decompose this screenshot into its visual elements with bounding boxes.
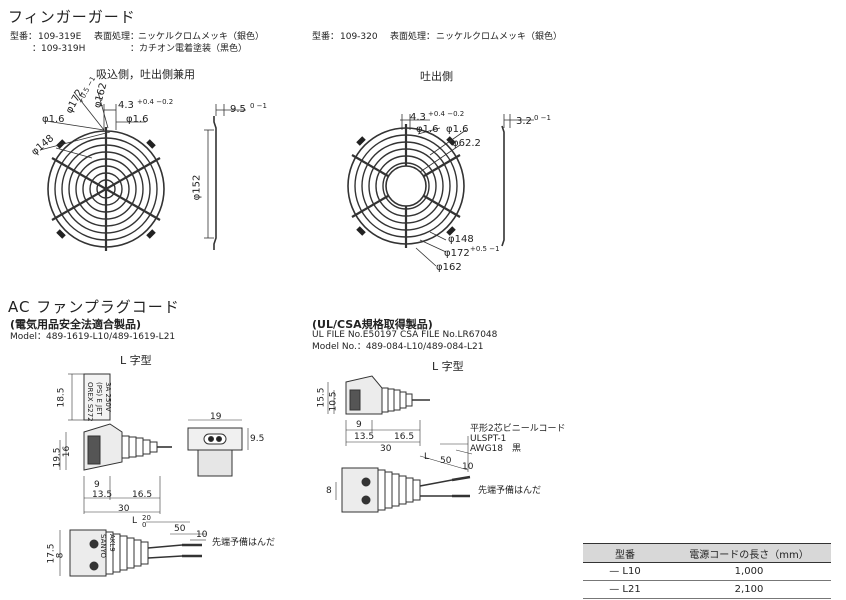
dim-left-43: 4.3 bbox=[118, 100, 134, 111]
spec-left-model-label: 型番： bbox=[10, 32, 38, 42]
dim-right-148: φ148 bbox=[448, 234, 474, 245]
spec-right-model-label: 型番： bbox=[312, 32, 340, 42]
dim-right-32: 3.2 bbox=[516, 116, 532, 127]
dim-right-172-tol: +0.5 −1 bbox=[470, 245, 500, 253]
right-drawing-caption: 吐出側 bbox=[420, 70, 453, 83]
dim-rplug-9: 9 bbox=[356, 420, 362, 430]
dim-plug-135: 13.5 bbox=[92, 490, 113, 500]
plug-print-line-1: 3A 250V bbox=[104, 382, 112, 412]
left-drawing-caption: 吸込側，吐出側兼用 bbox=[96, 68, 195, 81]
ac-right-model: Model No.：489-084-L10/489-084-L21 bbox=[312, 342, 484, 352]
guard-left bbox=[47, 127, 165, 251]
dim-rplug-8: 8 bbox=[326, 486, 332, 496]
cord-table-header-length: 電源コードの長さ（mm） bbox=[667, 543, 831, 563]
dim-rplug-105: 10.5 bbox=[328, 391, 339, 412]
dim-right-16b: φ1.6 bbox=[446, 124, 469, 135]
dim-left-16a: φ1.6 bbox=[126, 114, 149, 125]
cord-table-header: 型番 電源コードの長さ（mm） bbox=[583, 543, 831, 563]
spec-left-surface-label: 表面処理： bbox=[94, 32, 140, 42]
dim-plug-165: 16.5 bbox=[132, 490, 153, 500]
right-end-note: 先端予備はんだ bbox=[478, 486, 542, 496]
dim-plug-L-tol-minus: 0 bbox=[142, 521, 147, 529]
dim-right-16a: φ1.6 bbox=[416, 124, 439, 135]
table-row: — L10 1,000 bbox=[583, 562, 831, 581]
plug-print2-line-2: SANYO bbox=[99, 534, 107, 559]
plug-left-front bbox=[187, 419, 249, 477]
table-row: — L21 2,100 bbox=[583, 580, 831, 599]
dim-plug-50: 50 bbox=[174, 524, 186, 534]
dim-plug-10: 10 bbox=[196, 530, 208, 540]
plug-print-line-2: (PS) E JET bbox=[95, 382, 103, 416]
ac-right-file: UL FILE No.E50197 CSA FILE No.LR67048 bbox=[312, 330, 498, 340]
dim-right-32-tol: 0 −1 bbox=[534, 114, 551, 122]
dim-rplug-50: 50 bbox=[440, 456, 452, 466]
dim-left-95-tol: 0 −1 bbox=[250, 102, 267, 110]
dim-right-172: φ172 bbox=[444, 248, 470, 259]
spec-right-model: 109-320 bbox=[340, 32, 378, 42]
cord-row-model: — L21 bbox=[583, 580, 667, 599]
cord-table-header-model: 型番 bbox=[583, 543, 667, 563]
dim-rplug-165: 16.5 bbox=[394, 432, 415, 442]
dim-plug-95: 9.5 bbox=[250, 434, 265, 444]
dim-right-43: 4.3 bbox=[410, 112, 426, 123]
dim-rplug-155: 15.5 bbox=[316, 387, 327, 408]
plug-left-side bbox=[59, 423, 172, 514]
cord-length-table: 型番 電源コードの長さ（mm） — L10 1,000 — L21 2,100 bbox=[583, 543, 831, 599]
spec-right-surface-label: 表面処理： bbox=[390, 32, 436, 42]
ac-left-heading: (電気用品安全法適合製品) bbox=[10, 318, 142, 331]
dim-plug-8: 8 bbox=[55, 552, 66, 559]
spec-right-surface: ニッケルクロムメッキ（銀色） bbox=[436, 32, 563, 42]
dim-rplug-30: 30 bbox=[380, 444, 392, 454]
dim-plug-L-tol-plus: 20 bbox=[142, 514, 151, 522]
plug-print-line-3: OREX S272 bbox=[86, 382, 94, 422]
cord-row-length: 2,100 bbox=[667, 580, 831, 599]
dim-right-162: φ162 bbox=[436, 262, 462, 273]
plug-right-bottom bbox=[335, 436, 473, 513]
dim-right-622: φ62.2 bbox=[452, 138, 481, 149]
spec-left-model-2: ：109-319H bbox=[32, 44, 86, 54]
dim-rplug-10: 10 bbox=[462, 462, 474, 472]
plug-print2-line-1: AKL9 bbox=[108, 534, 116, 552]
dim-left-16b: φ1.6 bbox=[42, 114, 65, 125]
left-end-note: 先端予備はんだ bbox=[212, 538, 276, 548]
dim-plug-185: 18.5 bbox=[56, 387, 67, 408]
dim-plug-9: 9 bbox=[94, 480, 100, 490]
ac-plug-title: AC ファンプラグコード bbox=[8, 298, 180, 316]
spec-left-surface-2: ：カチオン電着塗装（黒色） bbox=[130, 44, 248, 54]
cord-note-1: 平形2芯ビニールコード bbox=[470, 424, 566, 434]
dim-rplug-135: 13.5 bbox=[354, 432, 375, 442]
ac-left-model: Model：489-1619-L10/489-1619-L21 bbox=[10, 332, 176, 342]
spec-left-model-1: 109-319E bbox=[38, 32, 82, 42]
dim-right-43-tol: +0.4 −0.2 bbox=[428, 110, 465, 118]
cord-row-length: 1,000 bbox=[667, 562, 831, 581]
ac-right-caption: L 字型 bbox=[432, 360, 464, 373]
dim-plug-30: 30 bbox=[118, 504, 130, 514]
dim-rplug-L: L bbox=[424, 452, 430, 462]
guard-right bbox=[347, 124, 465, 248]
spec-left-surface-1: ニッケルクロムメッキ（銀色） bbox=[138, 32, 265, 42]
ac-right-heading: (UL/CSA規格取得製品) bbox=[312, 318, 433, 331]
dim-plug-19: 19 bbox=[210, 412, 222, 422]
plug-left-top bbox=[68, 373, 111, 421]
finger-guard-title: フィンガーガード bbox=[8, 8, 136, 26]
plug-right-top bbox=[327, 375, 430, 446]
cord-note-3: AWG18 黒 bbox=[470, 444, 521, 454]
plug-print-left-2: AKL9 SANYO bbox=[98, 534, 116, 558]
guard-left-side bbox=[204, 104, 246, 250]
dim-left-43-tol: +0.4 −0.2 bbox=[137, 98, 174, 106]
dim-left-95: 9.5 bbox=[230, 104, 246, 115]
plug-print-left: 3A 250V (PS) E JET OREX S272 bbox=[85, 382, 112, 422]
dim-plug-L: L bbox=[132, 516, 138, 526]
cord-note-2: ULSPT-1 bbox=[470, 434, 507, 444]
dim-plug-16: 16 bbox=[62, 445, 73, 458]
ac-left-caption: L 字型 bbox=[120, 354, 152, 367]
guard-right-side bbox=[501, 114, 534, 247]
dim-left-152: φ152 bbox=[191, 174, 203, 201]
cord-row-model: — L10 bbox=[583, 562, 667, 581]
plug-left-bottom bbox=[59, 521, 206, 577]
